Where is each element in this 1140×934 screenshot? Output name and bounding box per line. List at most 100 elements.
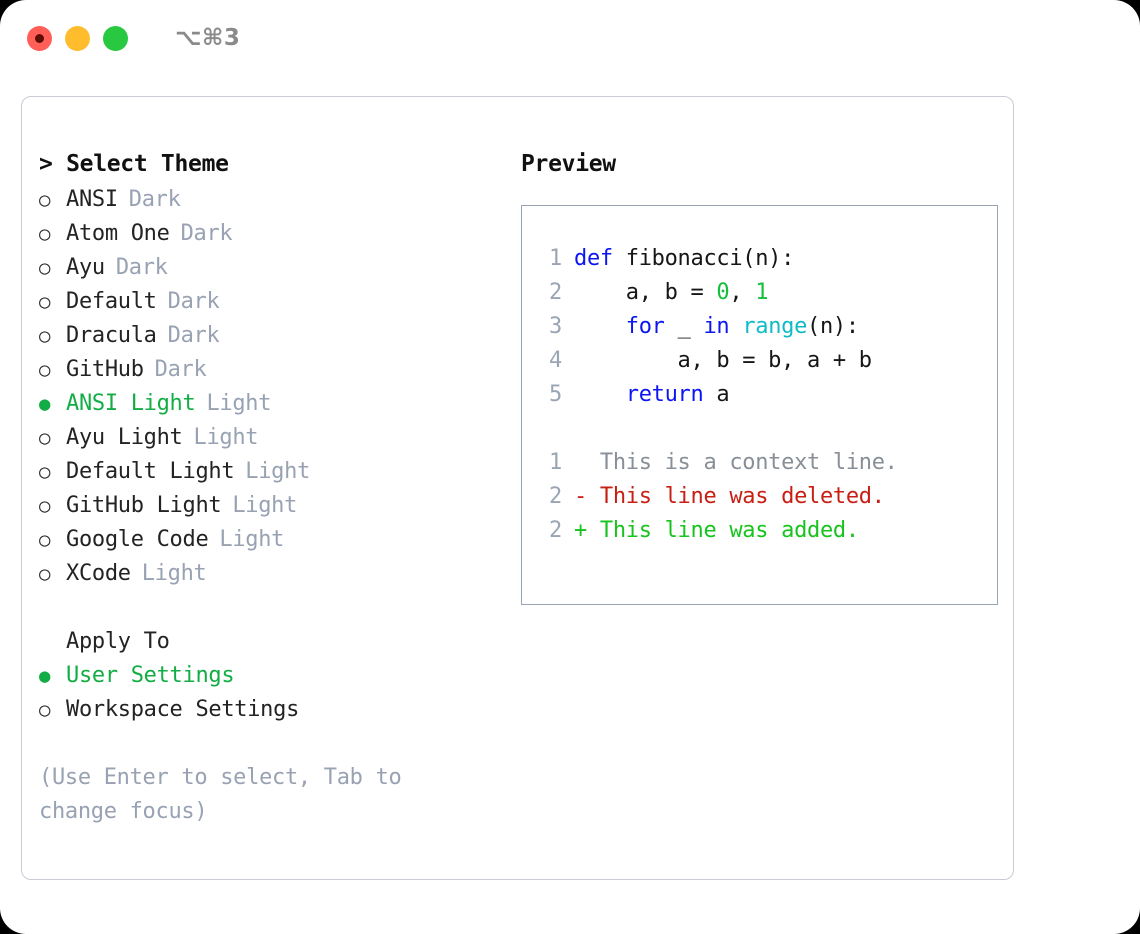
- theme-option-variant: Light: [245, 459, 311, 484]
- code-line: 4 a, b = b, a + b: [536, 344, 997, 378]
- token-ctx: This is a context line.: [574, 450, 898, 475]
- theme-option-variant: Dark: [115, 255, 168, 280]
- theme-option-variant: Dark: [167, 289, 220, 314]
- apply-to-option-workspace-settings[interactable]: ○ Workspace Settings: [39, 693, 502, 727]
- code-line: 1 def fibonacci(n):: [536, 242, 997, 276]
- theme-option-ayu[interactable]: ○ Ayu Dark: [39, 251, 502, 285]
- theme-option-name: Google Code: [66, 527, 209, 552]
- radio-selected-icon: ●: [39, 393, 51, 415]
- theme-option-default-light[interactable]: ○ Default Light Light: [39, 455, 502, 489]
- theme-option-name: GitHub: [66, 357, 144, 382]
- theme-option-ansi-light[interactable]: ● ANSI Light Light: [39, 387, 502, 421]
- token-kw: for: [625, 314, 665, 339]
- maximize-icon[interactable]: [103, 25, 128, 51]
- theme-option-atom-one[interactable]: ○ Atom One Dark: [39, 217, 502, 251]
- diff-sample: 1 This is a context line. 2 - This line wa…: [536, 446, 997, 548]
- token-txt: a, b = b, a + b: [574, 348, 873, 373]
- theme-option-name: Dracula: [66, 323, 157, 348]
- theme-option-variant: Dark: [154, 357, 207, 382]
- token-txt: _: [664, 314, 704, 339]
- apply-to-list[interactable]: ● User Settings ○ Workspace Settings: [39, 659, 502, 727]
- theme-option-name: ANSI: [66, 187, 118, 212]
- line-number: 1: [549, 246, 562, 271]
- radio-unselected-icon: ○: [39, 325, 51, 347]
- radio-unselected-icon: ○: [39, 495, 51, 517]
- apply-to-option-label: Workspace Settings: [66, 697, 300, 722]
- theme-option-name: GitHub Light: [66, 493, 222, 518]
- radio-unselected-icon: ○: [39, 223, 51, 245]
- keyboard-shortcut-label: ⌥⌘3: [175, 25, 241, 51]
- token-kw: in: [703, 314, 730, 339]
- traffic-light-buttons: [27, 25, 128, 51]
- window-titlebar: ⌥⌘3: [0, 0, 1140, 76]
- theme-option-xcode[interactable]: ○ XCode Light: [39, 557, 502, 591]
- token-num: 0: [716, 280, 730, 305]
- code-spacer: [536, 412, 997, 446]
- keyboard-hint-text: (Use Enter to select, Tab to change focu…: [39, 765, 402, 824]
- token-add: + This line was added.: [574, 518, 859, 543]
- theme-option-name: Atom One: [66, 221, 170, 246]
- token-txt: fibonacci(n):: [625, 246, 795, 271]
- token-txt: [574, 382, 626, 407]
- apply-to-option-label: User Settings: [66, 663, 235, 688]
- radio-unselected-icon: ○: [39, 529, 51, 551]
- theme-option-variant: Light: [141, 561, 207, 586]
- apply-to-option-user-settings[interactable]: ● User Settings: [39, 659, 502, 693]
- radio-unselected-icon: ○: [39, 699, 51, 721]
- theme-option-variant: Dark: [180, 221, 233, 246]
- theme-option-name: Ayu: [66, 255, 105, 280]
- token-txt: [729, 314, 742, 339]
- code-line: 2 a, b = 0, 1: [536, 276, 997, 310]
- code-content: for _ in range(n):: [574, 310, 859, 344]
- code-line: 1 This is a context line.: [536, 446, 997, 480]
- radio-unselected-icon: ○: [39, 257, 51, 279]
- minimize-icon[interactable]: [65, 25, 90, 51]
- theme-option-variant: Dark: [128, 187, 181, 212]
- line-number: 3: [549, 314, 562, 339]
- preview-title: Preview: [521, 151, 616, 177]
- close-icon[interactable]: [27, 25, 52, 51]
- code-line: 5 return a: [536, 378, 997, 412]
- line-number: 2: [549, 280, 562, 305]
- token-del: - This line was deleted.: [574, 484, 885, 509]
- theme-option-name: Default Light: [66, 459, 235, 484]
- code-content: This is a context line.: [574, 446, 898, 480]
- token-txt: a, b =: [574, 280, 717, 305]
- radio-selected-icon: ●: [39, 665, 51, 687]
- theme-option-variant: Light: [206, 391, 272, 416]
- token-txt: (n):: [807, 314, 859, 339]
- code-content: + This line was added.: [574, 514, 859, 548]
- token-txt: ,: [729, 280, 756, 305]
- token-kw: return: [625, 382, 704, 407]
- code-content: def fibonacci(n):: [574, 242, 794, 276]
- line-number: 4: [549, 348, 562, 373]
- theme-option-name: ANSI Light: [66, 391, 196, 416]
- token-txt: [574, 314, 626, 339]
- token-num: 1: [755, 280, 769, 305]
- theme-option-ayu-light[interactable]: ○ Ayu Light Light: [39, 421, 502, 455]
- code-content: - This line was deleted.: [574, 480, 885, 514]
- line-number: 2: [549, 484, 562, 509]
- page-title: > Select Theme: [39, 151, 229, 177]
- radio-unselected-icon: ○: [39, 563, 51, 585]
- radio-unselected-icon: ○: [39, 427, 51, 449]
- theme-option-name: XCode: [66, 561, 131, 586]
- code-line: 3 for _ in range(n):: [536, 310, 997, 344]
- radio-unselected-icon: ○: [39, 461, 51, 483]
- theme-option-variant: Light: [193, 425, 259, 450]
- theme-option-name: Ayu Light: [66, 425, 183, 450]
- theme-option-name: Default: [66, 289, 157, 314]
